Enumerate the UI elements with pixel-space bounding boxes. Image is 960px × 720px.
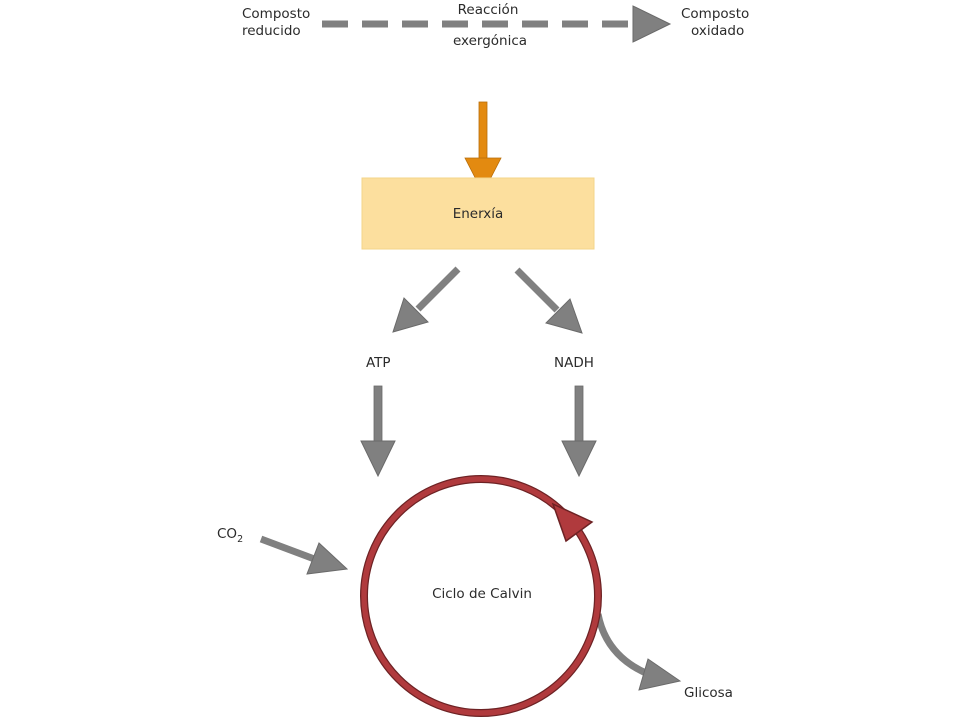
- atp-label: ATP: [366, 355, 391, 371]
- calvin-cycle-ring-fill: [361, 476, 601, 716]
- orange-arrow-shaft: [478, 101, 488, 163]
- atp-diag-arrow-head: [392, 297, 429, 333]
- oxidized-compound-label-line1: Composto: [681, 6, 749, 22]
- reaction-label-line2: exergónica: [453, 33, 527, 49]
- reduced-compound-label-line2: reducido: [242, 23, 301, 39]
- calvin-cycle-arrow-head: [551, 502, 594, 543]
- glucose-label: Glicosa: [684, 685, 733, 701]
- glucose-arrow-head: [638, 658, 682, 691]
- atp-down-arrow-head: [360, 440, 396, 478]
- dashed-arrow-head: [632, 5, 672, 43]
- energy-label: Enerxía: [453, 206, 504, 222]
- glucose-output-arrow: [594, 613, 682, 691]
- energy-release-arrow: [464, 101, 502, 194]
- nadh-down-arrow-head: [561, 440, 597, 478]
- energy-to-nadh-arrow: [514, 267, 583, 334]
- reduced-compound-label-line1: Composto: [242, 6, 310, 22]
- energy-box: [361, 177, 595, 250]
- nadh-to-cycle-arrow: [561, 385, 597, 478]
- co2-label: CO2: [217, 526, 243, 545]
- co2-arrow-shaft: [259, 535, 319, 564]
- atp-to-cycle-arrow: [360, 385, 396, 478]
- atp-diag-arrow-shaft: [415, 266, 461, 312]
- nadh-diag-arrow-shaft: [514, 267, 560, 313]
- nadh-diag-arrow-head: [545, 298, 583, 334]
- calvin-cycle: [360, 475, 602, 717]
- nadh-down-arrow-shaft: [574, 385, 584, 445]
- orange-arrow-head: [464, 157, 502, 194]
- nadh-label: NADH: [554, 355, 594, 371]
- glucose-arrow-shaft: [594, 613, 650, 678]
- oxidized-compound-label-line2: oxidado: [691, 23, 744, 39]
- reaction-label-line1: Reacción: [458, 2, 519, 18]
- atp-down-arrow-shaft: [373, 385, 383, 445]
- co2-arrow-head: [306, 542, 349, 575]
- exergonic-reaction-arrow: [322, 5, 672, 43]
- co2-input-arrow: [259, 535, 349, 575]
- calvin-cycle-label: Ciclo de Calvin: [432, 586, 532, 602]
- energy-to-atp-arrow: [392, 266, 461, 333]
